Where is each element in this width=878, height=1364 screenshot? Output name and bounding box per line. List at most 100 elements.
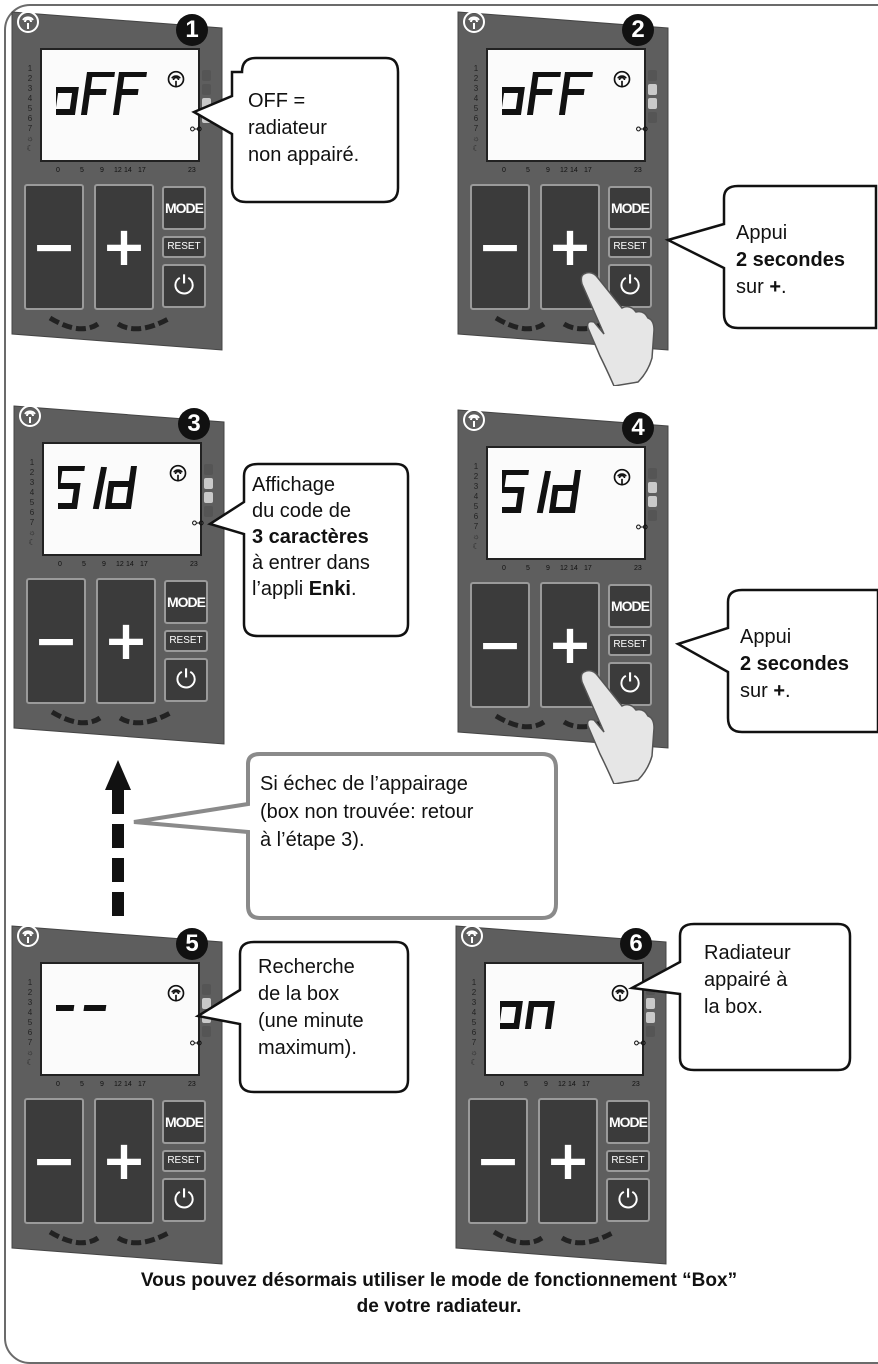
callout-text: .: [785, 680, 791, 702]
callout-text: (une minute: [258, 1010, 364, 1032]
indicator-led: [202, 84, 211, 95]
wifi-icon: [166, 984, 186, 1004]
scale-tick: 12: [560, 167, 568, 174]
step-number-badge: 4: [622, 412, 654, 444]
lcd-display: ⚯: [40, 962, 202, 1076]
scale-tick: 0: [56, 1081, 60, 1088]
power-icon: ⏻: [175, 665, 197, 695]
scale-tick: 7: [471, 1038, 477, 1047]
power-button[interactable]: ⏻: [162, 1178, 206, 1222]
minus-button[interactable]: −: [468, 1098, 528, 1224]
lcd-digit: [524, 1001, 555, 1029]
scale-tick: 1: [27, 64, 33, 73]
callout-text-bold: Enki: [308, 578, 351, 600]
reset-button[interactable]: RESET: [162, 236, 206, 258]
scale-tick: 0: [500, 1081, 504, 1088]
mode-button[interactable]: MODE: [608, 584, 652, 628]
callout-step3: Affichage du code de 3 caractères à entr…: [206, 462, 410, 640]
scale-tick: 3: [473, 84, 479, 93]
lcd-digit: [500, 1001, 523, 1029]
minus-label: −: [477, 613, 523, 676]
lcd-digit: [56, 87, 79, 115]
callout-text-bold: +: [769, 276, 782, 298]
callout-text-bold: +: [773, 680, 786, 702]
plus-button[interactable]: +: [96, 578, 156, 704]
footer-note: Vous pouvez désormais utiliser le mode d…: [0, 1268, 878, 1320]
lcd-readout: [500, 1001, 555, 1029]
plus-label: +: [101, 215, 147, 278]
minus-label: −: [475, 1129, 521, 1192]
indicator-led: [204, 478, 213, 489]
step-number-badge: 6: [620, 928, 652, 960]
scale-tick: 9: [100, 1081, 104, 1088]
scale-tick: 6: [473, 512, 479, 521]
callout-step2: Appui 2 secondes sur +.: [664, 184, 878, 332]
mode-button[interactable]: MODE: [162, 186, 206, 230]
reset-button[interactable]: RESET: [606, 1150, 650, 1172]
power-button[interactable]: ⏻: [606, 1178, 650, 1222]
wifi-icon: [462, 10, 486, 34]
mode-button[interactable]: MODE: [606, 1100, 650, 1144]
indicator-led: [648, 468, 657, 479]
reset-button[interactable]: RESET: [608, 634, 652, 656]
indicator-led: [648, 70, 657, 81]
reset-button[interactable]: RESET: [162, 1150, 206, 1172]
scale-tick: 1: [27, 978, 33, 987]
minus-label: −: [33, 609, 79, 672]
scale-tick: 1: [473, 462, 479, 471]
minus-button[interactable]: −: [26, 578, 86, 704]
callout-text: à entrer dans: [252, 552, 370, 574]
indicator-leds: [204, 464, 214, 520]
scale-tick: 6: [29, 508, 35, 517]
power-icon: ⏻: [619, 271, 641, 301]
plus-button[interactable]: +: [94, 1098, 154, 1224]
callout-bubble: [133, 752, 558, 920]
scale-tick: 14: [570, 565, 578, 572]
callout-text: de la box: [258, 983, 340, 1005]
scale-tick: 9: [544, 1081, 548, 1088]
scale-tick: 3: [471, 998, 477, 1007]
lcd-display: ⚯: [486, 48, 648, 162]
lcd-display: ⚯: [40, 48, 202, 162]
reset-button[interactable]: RESET: [164, 630, 208, 652]
plus-button[interactable]: +: [94, 184, 154, 310]
mode-button[interactable]: MODE: [608, 186, 652, 230]
minus-button[interactable]: −: [470, 184, 530, 310]
indicator-led: [202, 984, 211, 995]
callout-text: .: [350, 578, 357, 600]
power-button[interactable]: ⏻: [162, 264, 206, 308]
scale-tick: 7: [473, 522, 479, 531]
link-icon: ⚯: [190, 1036, 202, 1052]
lcd-readout: [56, 1005, 107, 1011]
scale-tick: 5: [80, 1081, 84, 1088]
minus-button[interactable]: −: [24, 184, 84, 310]
scale-tick: 17: [582, 1081, 590, 1088]
scale-tick: 4: [473, 94, 479, 103]
plus-button[interactable]: +: [540, 184, 600, 310]
mode-button[interactable]: MODE: [164, 580, 208, 624]
mode-button[interactable]: MODE: [162, 1100, 206, 1144]
callout-text: appairé à: [704, 969, 788, 991]
power-button[interactable]: ⏻: [164, 658, 208, 702]
minus-button[interactable]: −: [24, 1098, 84, 1224]
lcd-digit: [80, 72, 116, 115]
scale-tick: 17: [584, 565, 592, 572]
scale-tick: 0: [56, 167, 60, 174]
reset-button[interactable]: RESET: [608, 236, 652, 258]
callout-step6: Radiateur appairé à la box.: [627, 922, 854, 1074]
link-icon: ⚯: [192, 516, 204, 532]
minus-button[interactable]: −: [470, 582, 530, 708]
scale-tick: 2: [29, 468, 35, 477]
plus-button[interactable]: +: [538, 1098, 598, 1224]
callout-text: .: [781, 276, 787, 298]
